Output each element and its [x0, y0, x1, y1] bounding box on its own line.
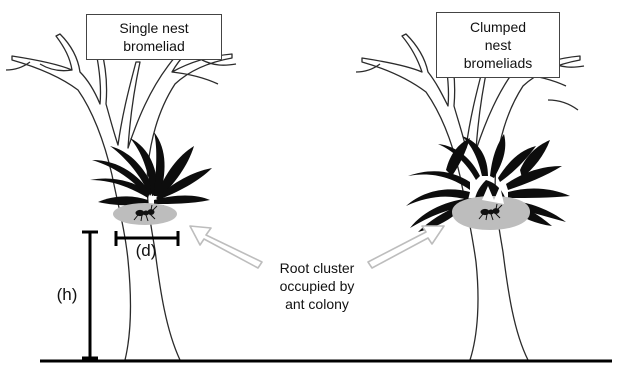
- root-cluster-label: Root cluster occupied by ant colony: [258, 259, 376, 313]
- clumped-nest-label-line3: bromeliads: [464, 54, 532, 72]
- arrow-to-clumped: [368, 226, 444, 268]
- left-tree: [6, 32, 236, 360]
- clumped-nest-label-line2: nest: [485, 36, 511, 54]
- single-nest-label-line2: bromeliad: [123, 37, 184, 55]
- single-nest-label-line1: Single nest: [119, 19, 188, 37]
- arrow-to-single: [190, 226, 262, 268]
- clumped-nest-label: Clumped nest bromeliads: [436, 12, 560, 78]
- right-branch-d: [548, 100, 578, 110]
- clumped-nest-label-line1: Clumped: [470, 18, 526, 36]
- single-nest-label: Single nest bromeliad: [86, 14, 222, 60]
- height-label: (h): [48, 286, 86, 304]
- root-cluster-label-line3: ant colony: [258, 295, 376, 313]
- diameter-label: (d): [128, 242, 164, 260]
- root-cluster-label-line2: occupied by: [258, 277, 376, 295]
- root-cluster-label-line1: Root cluster: [258, 259, 376, 277]
- left-tree-trunk: [12, 32, 232, 360]
